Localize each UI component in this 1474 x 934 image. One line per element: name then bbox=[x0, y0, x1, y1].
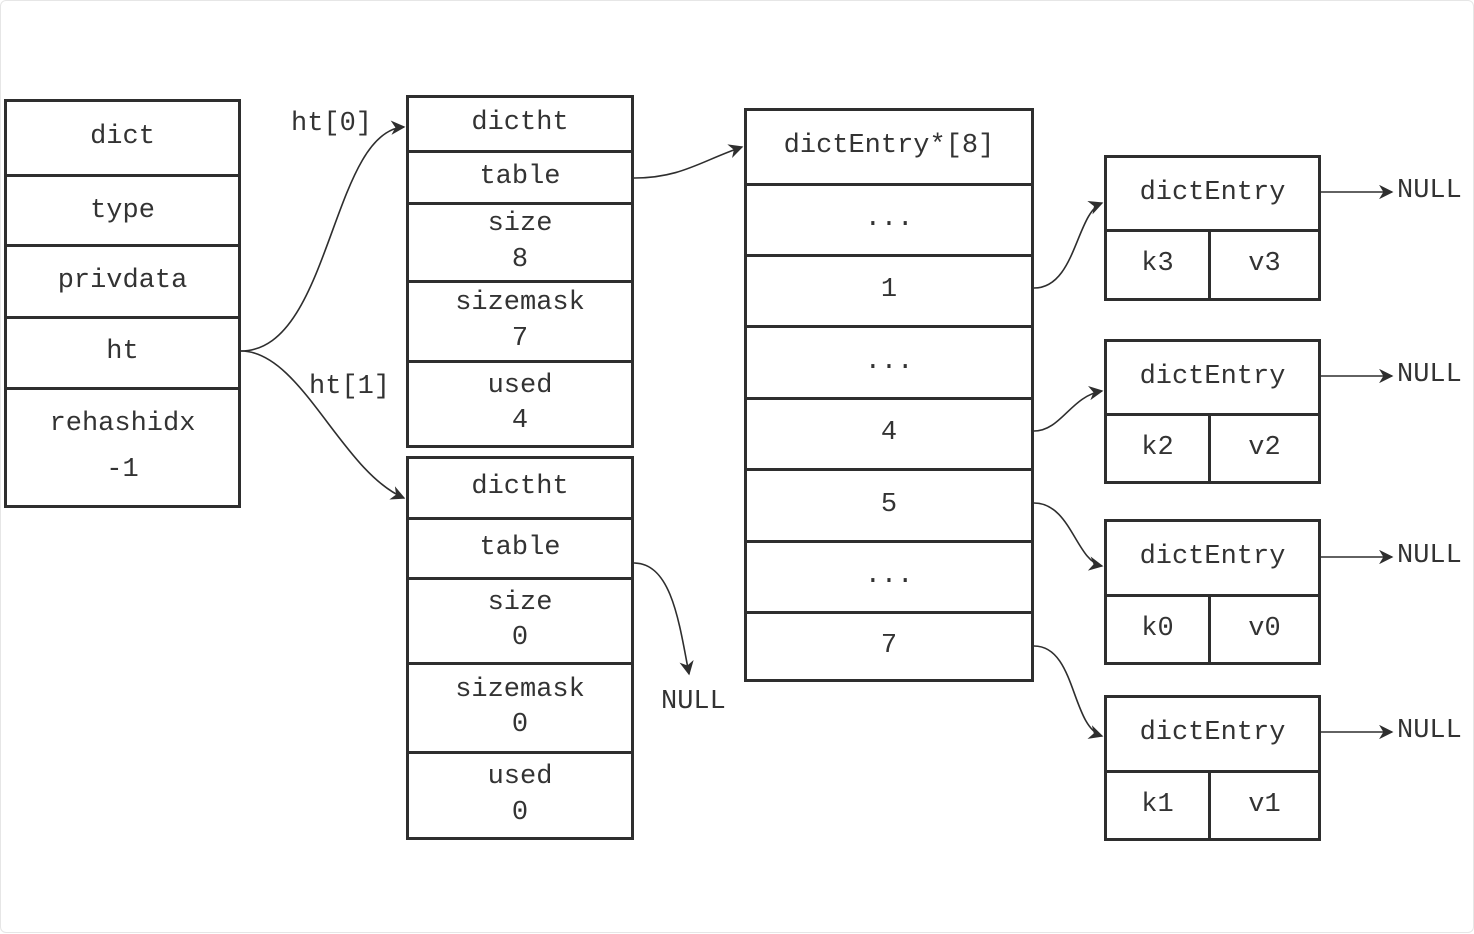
dict-field-ht-text: ht bbox=[106, 337, 139, 368]
bucket-slot: 5 bbox=[747, 468, 1031, 540]
dict-entry-key: k1 bbox=[1107, 773, 1211, 838]
dictht-1-title-text: dictht bbox=[471, 472, 569, 503]
bucket-slot: 4 bbox=[747, 397, 1031, 468]
bucket-4-arrow bbox=[1033, 385, 1104, 432]
dict-entry-title: dictEntry bbox=[1107, 342, 1318, 413]
dict-entry-title-text: dictEntry bbox=[1139, 361, 1286, 392]
dict-entry-title-text: dictEntry bbox=[1139, 542, 1286, 573]
dictht-0-sizemask-value: 7 bbox=[511, 323, 529, 354]
dict-entry-kv: k3 v3 bbox=[1107, 229, 1318, 298]
dictht-0: dictht table size 8 sizemask 7 used 4 bbox=[406, 95, 634, 448]
dictht-0-used-value: 4 bbox=[511, 406, 529, 436]
dict-entry-title: dictEntry bbox=[1107, 522, 1318, 594]
dict-field-type: type bbox=[7, 174, 238, 246]
dict-entry-title: dictEntry bbox=[1107, 698, 1318, 770]
dict-entry-value: v3 bbox=[1248, 249, 1281, 280]
dict-entry-title: dictEntry bbox=[1107, 158, 1318, 229]
dictht-1-size-value: 0 bbox=[511, 623, 529, 653]
entry-next-null: NULL bbox=[1397, 360, 1462, 390]
rehashidx-label: rehashidx bbox=[49, 409, 196, 440]
dict-entry-k1: dictEntry k1 v1 bbox=[1104, 695, 1321, 841]
ht1-table-null: NULL bbox=[661, 687, 726, 717]
bucket-slot-text: ... bbox=[864, 561, 914, 592]
dictht-0-sizemask-label: sizemask bbox=[455, 288, 585, 319]
ht0-label: ht[0] bbox=[291, 109, 373, 139]
bucket-slot: ... bbox=[747, 540, 1031, 611]
dictht-1-used-value: 0 bbox=[511, 797, 529, 828]
bucket-slot-text: 5 bbox=[880, 489, 898, 520]
dict-field-type-text: type bbox=[90, 195, 155, 226]
dictht-0-size-value: 8 bbox=[511, 244, 529, 275]
bucket-slot-text: ... bbox=[864, 346, 914, 377]
dict-entry-kv: k1 v1 bbox=[1107, 770, 1318, 838]
dict-entry-k2: dictEntry k2 v2 bbox=[1104, 339, 1321, 484]
dictht-0-table: table bbox=[409, 150, 631, 202]
bucket-slot-text: ... bbox=[864, 204, 914, 235]
dict-entry-key: k3 bbox=[1107, 232, 1211, 298]
dict-entry-key: k0 bbox=[1107, 597, 1211, 662]
dict-title: dict bbox=[7, 102, 238, 174]
ht1-table-null-arrow bbox=[633, 562, 694, 676]
dict-entry-value: v2 bbox=[1248, 432, 1281, 463]
dictht-1-size-label: size bbox=[487, 587, 553, 618]
ht0-arrow bbox=[240, 120, 406, 352]
bucket-array-title-text: dictEntry*[8] bbox=[783, 131, 995, 162]
entry-next-null: NULL bbox=[1397, 541, 1462, 571]
dict-entry-key: k2 bbox=[1107, 416, 1211, 481]
dictht-0-title: dictht bbox=[409, 98, 631, 150]
dict-entry-value: v0 bbox=[1248, 613, 1281, 644]
ht0-table-arrow bbox=[633, 144, 744, 179]
dictht-0-sizemask: sizemask 7 bbox=[409, 280, 631, 360]
dictht-1-sizemask-value: 0 bbox=[511, 710, 529, 740]
bucket-array-title: dictEntry*[8] bbox=[747, 111, 1031, 183]
bucket-slot: 7 bbox=[747, 611, 1031, 679]
bucket-slot-text: 4 bbox=[880, 418, 898, 449]
bucket-5-arrow bbox=[1033, 502, 1104, 571]
dict-field-privdata: privdata bbox=[7, 244, 238, 316]
dictht-0-size: size 8 bbox=[409, 202, 631, 280]
dictht-1-sizemask: sizemask 0 bbox=[409, 662, 631, 751]
dictht-1-used: used 0 bbox=[409, 751, 631, 837]
dictht-1-title: dictht bbox=[409, 459, 631, 517]
dictht-0-title-text: dictht bbox=[471, 108, 569, 139]
dict-struct: dict type privdata ht rehashidx -1 bbox=[4, 99, 241, 508]
dict-entry-k0: dictEntry k0 v0 bbox=[1104, 519, 1321, 665]
dictht-1-used-label: used bbox=[487, 762, 553, 793]
entry-next-null: NULL bbox=[1397, 716, 1462, 746]
dict-title-text: dict bbox=[90, 122, 155, 153]
bucket-slot: ... bbox=[747, 183, 1031, 254]
entry-next-null: NULL bbox=[1397, 176, 1462, 206]
dictht-0-used: used 4 bbox=[409, 360, 631, 445]
dictht-1-table: table bbox=[409, 517, 631, 577]
dictht-1-table-text: table bbox=[479, 532, 561, 563]
dict-entry-kv: k0 v0 bbox=[1107, 594, 1318, 662]
ht1-label: ht[1] bbox=[309, 372, 391, 402]
bucket-slot-text: 1 bbox=[880, 275, 898, 306]
dict-field-privdata-text: privdata bbox=[57, 265, 188, 296]
bucket-slot: 1 bbox=[747, 254, 1031, 325]
dictht-1-sizemask-label: sizemask bbox=[455, 674, 585, 705]
dictht-1: dictht table size 0 sizemask 0 used 0 bbox=[406, 456, 634, 840]
bucket-1-arrow bbox=[1033, 200, 1104, 289]
dict-field-ht: ht bbox=[7, 316, 238, 387]
dict-entry-title-text: dictEntry bbox=[1139, 177, 1286, 208]
dictht-0-used-label: used bbox=[487, 370, 553, 401]
bucket-slot-text: 7 bbox=[880, 630, 898, 661]
dict-entry-k3: dictEntry k3 v3 bbox=[1104, 155, 1321, 301]
dict-entry-title-text: dictEntry bbox=[1139, 718, 1286, 749]
dictht-0-size-label: size bbox=[487, 209, 553, 240]
bucket-7-arrow bbox=[1033, 645, 1104, 739]
dict-entry-value: v1 bbox=[1248, 789, 1281, 820]
dict-entry-kv: k2 v2 bbox=[1107, 413, 1318, 481]
rehashidx-value: -1 bbox=[106, 454, 139, 485]
bucket-array: dictEntry*[8] ... 1 ... 4 5 ... 7 bbox=[744, 108, 1034, 682]
bucket-slot: ... bbox=[747, 325, 1031, 397]
dictht-0-table-text: table bbox=[479, 161, 561, 192]
dictht-1-size: size 0 bbox=[409, 577, 631, 662]
dict-field-rehashidx: rehashidx -1 bbox=[7, 387, 238, 505]
